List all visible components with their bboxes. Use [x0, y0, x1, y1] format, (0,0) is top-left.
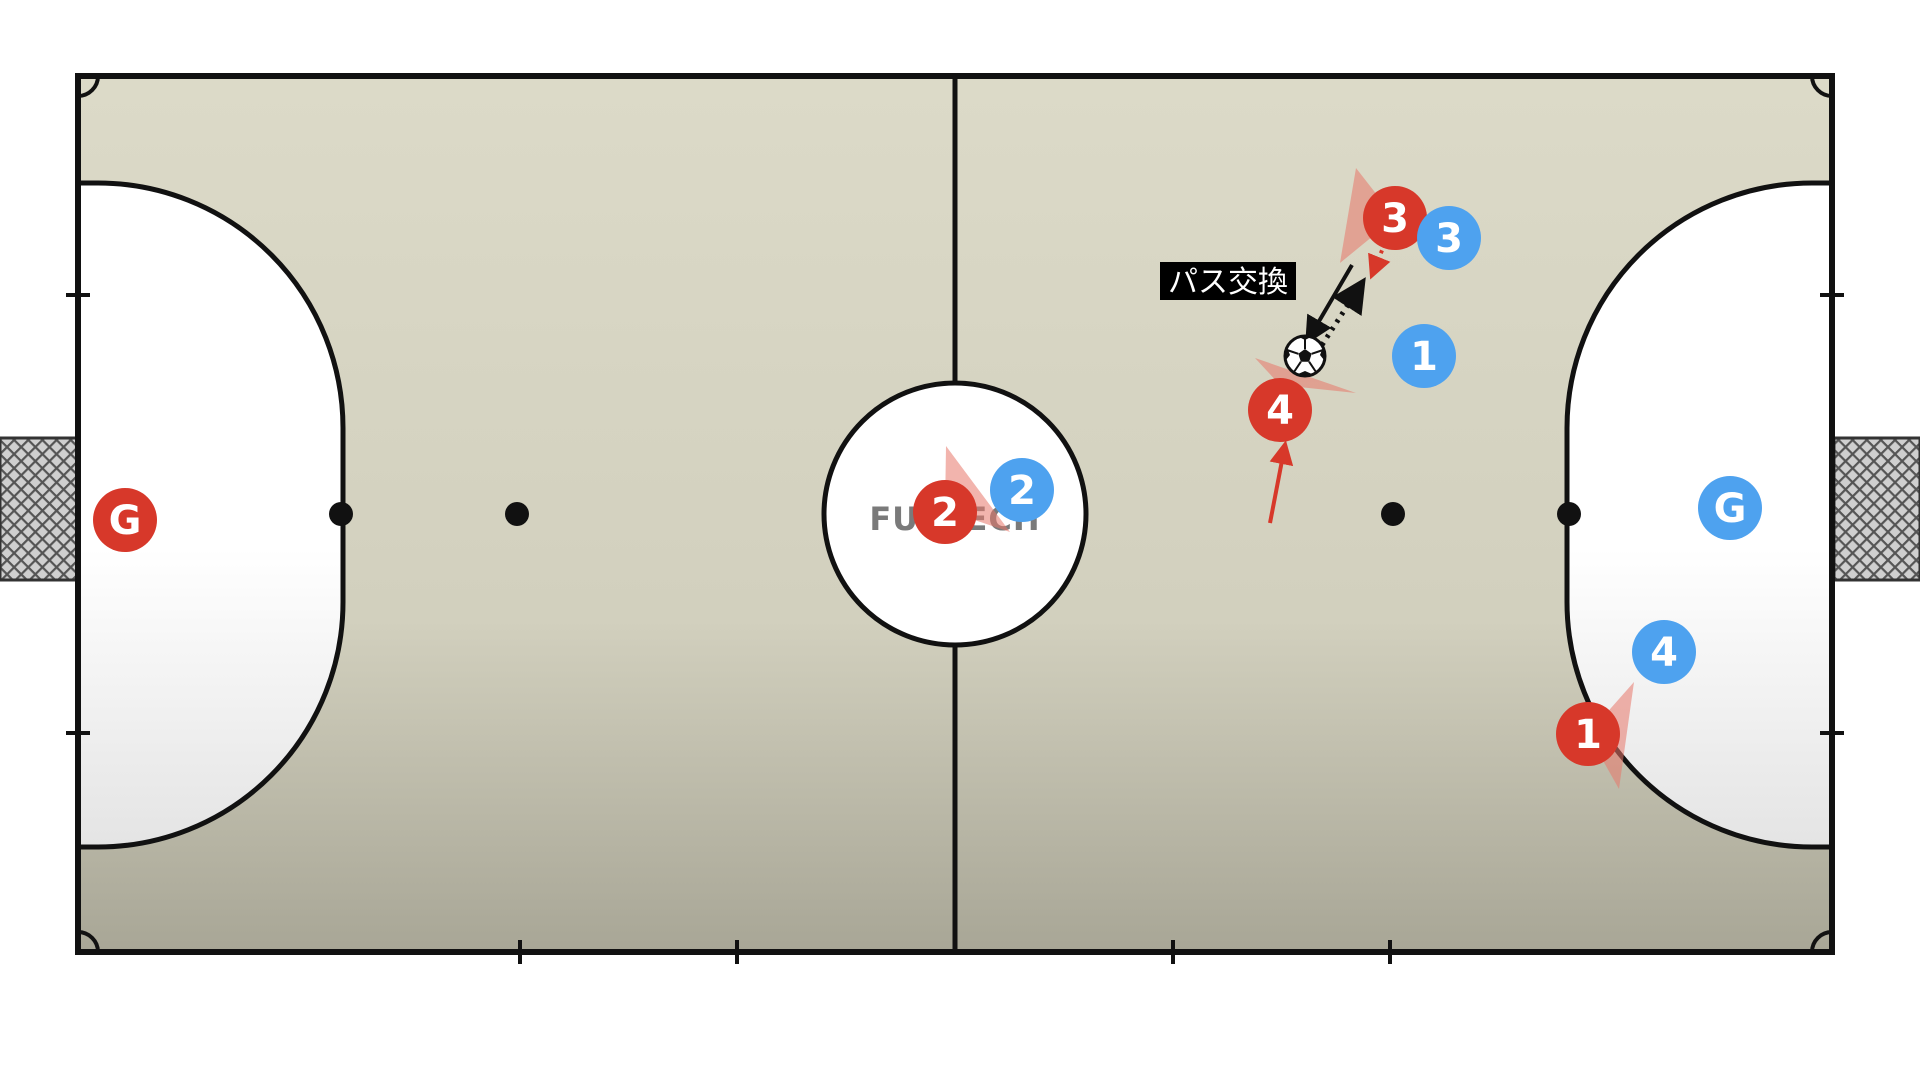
blue-player-2[interactable]: 2	[990, 458, 1054, 522]
svg-text:3: 3	[1381, 196, 1409, 242]
svg-text:1: 1	[1410, 334, 1438, 380]
svg-text:2: 2	[1008, 468, 1036, 514]
svg-text:G: G	[1714, 486, 1747, 532]
svg-text:G: G	[109, 498, 142, 544]
boundary-tick-marks	[66, 293, 1844, 964]
svg-text:2: 2	[931, 490, 959, 536]
pass-exchange-label: パス交換	[1168, 265, 1288, 300]
corner-arc-bottom-right	[1810, 930, 1833, 953]
blue-player-4[interactable]: 4	[1632, 620, 1696, 684]
blue-player-3[interactable]: 3	[1417, 206, 1481, 270]
red-player-4[interactable]: 4	[1248, 378, 1312, 442]
soccer-ball-icon[interactable]	[1283, 334, 1327, 378]
right-goal-net	[1832, 436, 1920, 582]
penalty-spots	[329, 502, 1581, 526]
svg-text:4: 4	[1266, 388, 1294, 434]
pass-arrow-dotted	[1319, 277, 1366, 347]
red-3-run-arrow	[1368, 242, 1391, 280]
red-player-3[interactable]: 3	[1363, 186, 1427, 250]
corner-arc-bottom-left	[77, 930, 100, 953]
blue-player-1[interactable]: 1	[1392, 324, 1456, 388]
red-player-1[interactable]: 1	[1556, 702, 1620, 766]
red-player-goalkeeper[interactable]: G	[93, 488, 157, 552]
blue-team: G 2 3 1 4	[990, 206, 1762, 684]
left-penalty-area	[75, 180, 346, 850]
red-team: G 2 3 4 1	[93, 186, 1620, 766]
corner-arc-top-right	[1810, 75, 1833, 98]
svg-text:4: 4	[1650, 630, 1678, 676]
pass-exchange-annotation: パス交換	[1160, 262, 1296, 300]
svg-text:1: 1	[1574, 712, 1602, 758]
red-player-2[interactable]: 2	[913, 480, 977, 544]
red-4-run-arrow	[1268, 440, 1294, 524]
left-goal-net	[0, 436, 80, 582]
corner-arc-top-left	[77, 75, 100, 98]
svg-text:3: 3	[1435, 216, 1463, 262]
blue-player-goalkeeper[interactable]: G	[1698, 476, 1762, 540]
